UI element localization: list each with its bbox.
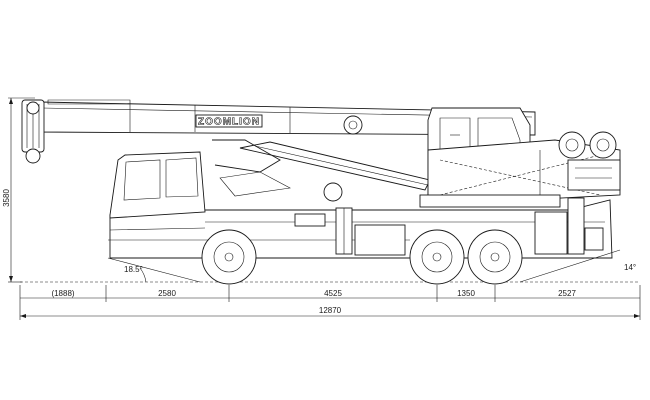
- winch-drums: [558, 131, 617, 159]
- segment-label-4: 1350: [457, 289, 475, 298]
- departure-angle: 14°: [519, 249, 636, 283]
- luffing-cylinder: [239, 141, 431, 202]
- counterweight: [567, 159, 621, 191]
- segment-label-5: 2527: [558, 289, 576, 298]
- segment-label-3: 4525: [324, 289, 342, 298]
- boom-support: [212, 139, 281, 173]
- approach-angle: 18.5°: [107, 257, 201, 283]
- brand-label: ZOOMLION: [198, 117, 260, 128]
- segment-label-2: 2580: [158, 289, 176, 298]
- hook-block: [21, 99, 45, 164]
- overall-length-label: 12870: [319, 306, 342, 315]
- departure-angle-label: 14°: [624, 263, 636, 272]
- height-dim-label: 3580: [2, 189, 11, 207]
- boom-pin: [343, 115, 363, 135]
- height-dimension: 3580: [2, 97, 35, 283]
- side-panel: [219, 171, 291, 197]
- outrigger-front: [335, 207, 353, 255]
- outrigger-rear: [567, 197, 585, 255]
- turntable: [419, 194, 561, 208]
- carrier-cab: [108, 151, 206, 241]
- approach-angle-label: 18.5°: [124, 265, 143, 274]
- rear-wheel-1: [409, 229, 465, 285]
- brand-plate: ZOOMLION: [195, 114, 263, 128]
- segment-label-1: (1888): [51, 289, 74, 298]
- segment-dimensions: (1888) 2580 4525 1350 2527: [19, 285, 641, 320]
- rear-wheel-2: [467, 229, 523, 285]
- overall-length-dimension: 12870: [20, 306, 640, 318]
- front-wheel: [201, 229, 257, 285]
